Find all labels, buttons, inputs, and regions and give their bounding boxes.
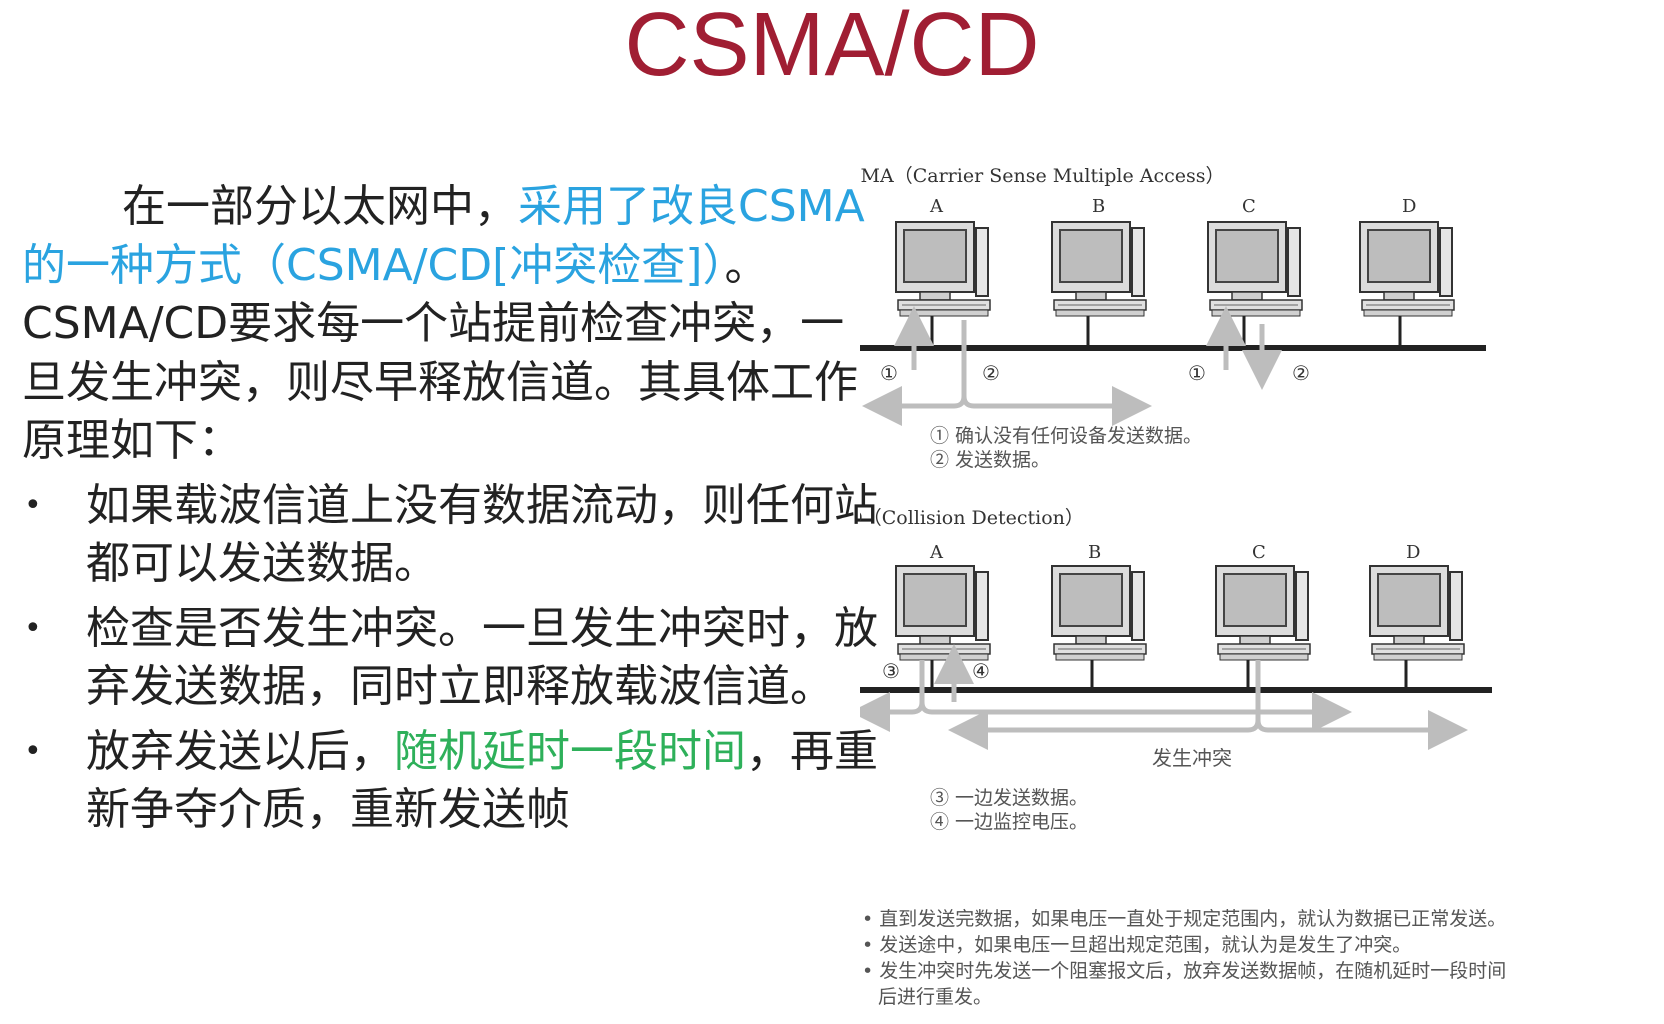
- bullet-item: 放弃发送以后，随机延时一段时间，再重新争夺介质，重新发送帧: [22, 723, 882, 840]
- intro-highlight: 采用了改良CSMA的一种方式（CSMA/CD[冲突检查]）: [22, 181, 865, 291]
- bullet-list: 如果载波信道上没有数据流动，则任何站都可以发送数据。 检查是否发生冲突。一旦发生…: [22, 477, 882, 840]
- computer-icon: [1215, 565, 1311, 661]
- intro-paragraph: 在一部分以太网中，采用了改良CSMA的一种方式（CSMA/CD[冲突检查]）。C…: [22, 178, 882, 471]
- collision-label: 发生冲突: [1152, 746, 1232, 770]
- bullet-item: 检查是否发生冲突。一旦发生冲突时，放弃发送数据，同时立即释放载波信道。: [22, 600, 882, 717]
- station-label: A: [929, 542, 944, 563]
- bullet-highlight: 随机延时一段时间: [394, 725, 746, 777]
- station-label: B: [1092, 196, 1105, 217]
- csma-note: ① 确认没有任何设备发送数据。: [930, 425, 1202, 447]
- bullet-item: 如果载波信道上没有数据流动，则任何站都可以发送数据。: [22, 477, 882, 594]
- cd-note: ④ 一边监控电压。: [930, 811, 1088, 833]
- computer-icon: [1359, 221, 1455, 317]
- body-text: 在一部分以太网中，采用了改良CSMA的一种方式（CSMA/CD[冲突检查]）。C…: [22, 178, 882, 840]
- note-line: 后进行重发。: [878, 986, 993, 1008]
- computer-icon: [1207, 221, 1303, 317]
- note-line: • 发生冲突时先发送一个阻塞报文后，放弃发送数据帧，在随机延时一段时间: [862, 960, 1507, 982]
- station-label: C: [1242, 196, 1256, 217]
- cd-caption: CD（Collision Detection）: [860, 507, 1084, 529]
- station-label: B: [1088, 542, 1101, 563]
- cd-note: ③ 一边发送数据。: [930, 787, 1088, 809]
- step-marker: ①: [880, 361, 898, 385]
- step-marker: ④: [972, 659, 990, 683]
- station-label: D: [1406, 542, 1420, 563]
- note-line: • 发送途中，如果电压一旦超出规定范围，就认为是发生了冲突。: [862, 934, 1412, 956]
- bullet-text-continued: ，再重新争夺介质，重新发送帧: [86, 725, 878, 836]
- slide-title: CSMA/CD: [624, 0, 1040, 95]
- intro-text: 在一部分以太网中，: [122, 181, 518, 232]
- step-marker: ①: [1188, 361, 1206, 385]
- csma-cd-diagram: CSMA（Carrier Sense Multiple Access） A B …: [860, 165, 1492, 833]
- csma-caption: CSMA（Carrier Sense Multiple Access）: [860, 165, 1225, 187]
- diagram-notes: • 直到发送完数据，如果电压一直处于规定范围内，就认为数据已正常发送。 • 发送…: [862, 906, 1662, 1010]
- computer-icon: [1051, 221, 1147, 317]
- step-marker: ③: [882, 659, 900, 683]
- csma-note: ② 发送数据。: [930, 449, 1050, 471]
- note-line: • 直到发送完数据，如果电压一直处于规定范围内，就认为数据已正常发送。: [862, 908, 1507, 930]
- station-label: C: [1252, 542, 1266, 563]
- step-marker: ②: [982, 361, 1000, 385]
- bullet-text: 放弃发送以后，: [86, 725, 394, 777]
- computer-icon: [895, 221, 991, 317]
- computer-icon: [895, 565, 991, 661]
- computer-icon: [1369, 565, 1465, 661]
- station-label: A: [929, 196, 944, 217]
- intro-text-continued: 。CSMA/CD要求每一个站提前检查冲突，一旦发生冲突，则尽早释放信道。其具体工…: [22, 239, 858, 467]
- computer-icon: [1051, 565, 1147, 661]
- step-marker: ②: [1292, 361, 1310, 385]
- station-label: D: [1402, 196, 1416, 217]
